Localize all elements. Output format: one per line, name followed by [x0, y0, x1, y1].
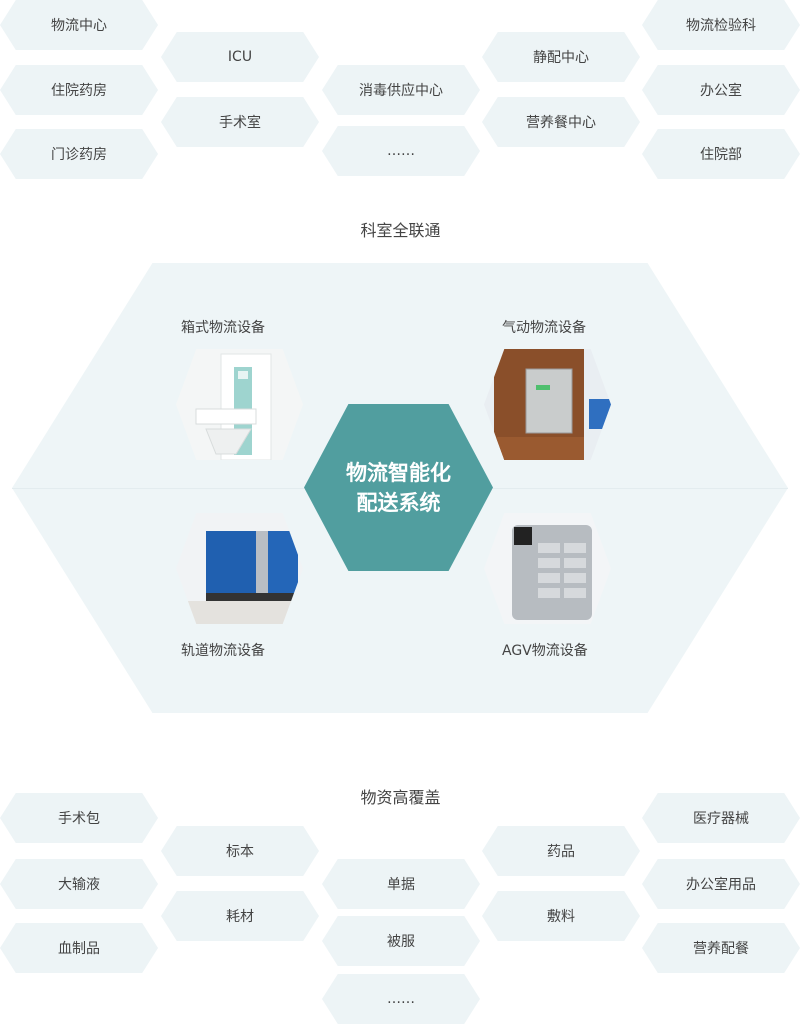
material-item[interactable]: 医疗器械 [642, 793, 800, 843]
department-item[interactable]: …… [322, 126, 480, 176]
department-item[interactable]: ICU [161, 32, 319, 82]
department-item[interactable]: 住院药房 [0, 65, 158, 115]
device-label-pneumatic: 气动物流设备 [502, 320, 586, 336]
material-item[interactable]: 耗材 [161, 891, 319, 941]
agv-logistics-device-image [484, 513, 611, 624]
department-item[interactable]: 手术室 [161, 97, 319, 147]
device-label-track: 轨道物流设备 [181, 643, 265, 659]
pneumatic-logistics-device-image [484, 349, 611, 460]
device-label-box: 箱式物流设备 [181, 320, 265, 336]
material-item[interactable]: 标本 [161, 826, 319, 876]
materials-heading: 物资高覆盖 [360, 788, 441, 807]
material-item[interactable]: 单据 [322, 859, 480, 909]
department-item[interactable]: 物流中心 [0, 0, 158, 50]
track-logistics-device-image [176, 513, 303, 624]
department-item[interactable]: 办公室 [642, 65, 800, 115]
core-system-hexagon: 物流智能化 配送系统 [304, 404, 493, 571]
department-item[interactable]: 门诊药房 [0, 129, 158, 179]
department-item[interactable]: 静配中心 [482, 32, 640, 82]
material-item[interactable]: 药品 [482, 826, 640, 876]
material-item[interactable]: …… [322, 974, 480, 1024]
material-item[interactable]: 手术包 [0, 793, 158, 843]
material-item[interactable]: 敷料 [482, 891, 640, 941]
material-item[interactable]: 被服 [322, 916, 480, 966]
material-item[interactable]: 营养配餐 [642, 923, 800, 973]
core-system-title-line2: 配送系统 [356, 490, 441, 515]
departments-heading: 科室全联通 [360, 221, 441, 240]
material-item[interactable]: 大输液 [0, 859, 158, 909]
box-logistics-device-image [176, 349, 303, 460]
material-item[interactable]: 血制品 [0, 923, 158, 973]
department-item[interactable]: 营养餐中心 [482, 97, 640, 147]
department-item[interactable]: 物流检验科 [642, 0, 800, 50]
department-item[interactable]: 住院部 [642, 129, 800, 179]
device-label-agv: AGV物流设备 [502, 643, 588, 659]
material-item[interactable]: 办公室用品 [642, 859, 800, 909]
core-system-title-line1: 物流智能化 [346, 460, 451, 485]
department-item[interactable]: 消毒供应中心 [322, 65, 480, 115]
